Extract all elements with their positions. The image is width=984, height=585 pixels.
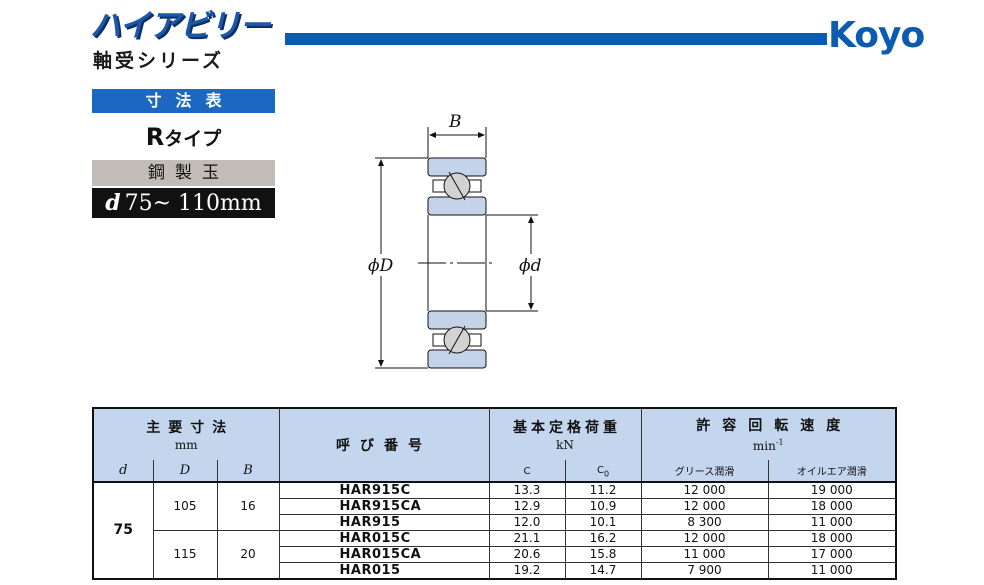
ball-upper [443, 172, 471, 200]
cell-C: 20.6 [488, 546, 566, 563]
header-col-oil: オイルエア潤滑 [767, 460, 897, 483]
inner-ring-upper [427, 196, 487, 216]
bore-arrow-bottom [528, 303, 534, 310]
contact-line-upper [448, 171, 466, 201]
outer-arrow-top [378, 159, 384, 166]
size-range: 75~ 110mm [124, 191, 262, 216]
table-row: 75 105 16 HAR915C 13.3 11.2 12 000 19 00… [92, 481, 897, 580]
type-letter: R [145, 123, 165, 151]
cell-grease: 8 300 [640, 514, 769, 531]
cell-grease: 7 900 [640, 562, 769, 580]
outer-arrow-bottom [378, 360, 384, 367]
section-label: 寸法表 [92, 89, 275, 113]
cell-D: 115 [152, 530, 218, 580]
b-label: B [448, 112, 462, 132]
header-col-D: D [152, 460, 218, 483]
cell-model: HAR915C [278, 481, 490, 499]
outer-diameter-label: ϕD [368, 256, 394, 276]
table-row: HAR015CA 20.6 15.8 11 000 17 000 [93, 546, 897, 563]
table-row: HAR015 19.2 14.7 7 900 11 000 [93, 562, 897, 580]
cell-oil: 18 000 [767, 498, 897, 515]
cell-model: HAR015CA [278, 546, 490, 563]
cell-Co: 14.7 [564, 562, 642, 580]
cell-Co: 10.1 [564, 514, 642, 531]
cell-model: HAR915CA [278, 498, 490, 515]
cell-B: 20 [216, 530, 280, 580]
type-suffix: タイプ [164, 128, 222, 150]
b-arrow-right [478, 132, 485, 138]
cell-C: 19.2 [488, 562, 566, 580]
header-col-C: C [488, 460, 566, 483]
header-dimensions: 主要寸法 mm [92, 407, 280, 460]
cell-C: 12.0 [488, 514, 566, 531]
series-logo: ハイアビリー [90, 8, 270, 44]
size-symbol: d [105, 190, 121, 216]
brand-logo: Koyo [828, 15, 925, 56]
cell-d: 75 [92, 481, 154, 580]
table-row: 115 20 HAR015C 21.1 16.2 12 000 18 000 [93, 530, 897, 580]
inner-ring-lower [427, 310, 487, 330]
header-col-grease: グリース潤滑 [640, 460, 769, 483]
cell-model: HAR015C [278, 530, 490, 547]
cell-D: 105 [152, 481, 218, 531]
dimension-table: 主要寸法 mm 呼び番号 基本定格荷重 kN 許容回転速度 min-1 d D … [92, 407, 897, 580]
cell-oil: 18 000 [767, 530, 897, 547]
header-model: 呼び番号 [278, 407, 490, 483]
cell-grease: 12 000 [640, 481, 769, 499]
header-col-B: B [216, 460, 280, 483]
cell-oil: 17 000 [767, 546, 897, 563]
cell-grease: 11 000 [640, 546, 769, 563]
ball-lower [443, 326, 471, 354]
series-subtitle: 軸受シリーズ [93, 50, 225, 72]
cell-Co: 10.9 [564, 498, 642, 515]
cell-C: 21.1 [488, 530, 566, 547]
cell-grease: 12 000 [640, 498, 769, 515]
table-body: 75 105 16 HAR915C 13.3 11.2 12 000 19 00… [92, 481, 897, 580]
cage-upper [432, 179, 482, 193]
contact-line-lower [448, 325, 466, 355]
cell-model: HAR915 [278, 514, 490, 531]
cell-C: 13.3 [488, 481, 566, 499]
cell-oil: 11 000 [767, 514, 897, 531]
cell-C: 12.9 [488, 498, 566, 515]
bearing-section-upper [427, 157, 487, 216]
header-col-d: d [92, 460, 154, 483]
table-row: HAR915 12.0 10.1 8 300 11 000 [93, 514, 897, 531]
cell-oil: 11 000 [767, 562, 897, 580]
cell-grease: 12 000 [640, 530, 769, 547]
bore-diameter-label: ϕd [519, 256, 542, 276]
header-rule [285, 33, 827, 45]
header-load: 基本定格荷重 kN [488, 407, 642, 460]
bearing-section-lower [427, 310, 487, 369]
table-row: HAR915CA 12.9 10.9 12 000 18 000 [93, 498, 897, 515]
ball-material-label: 鋼製玉 [92, 160, 275, 186]
cell-Co: 11.2 [564, 481, 642, 499]
type-label: Rタイプ [92, 120, 275, 154]
cage-lower [432, 333, 482, 347]
b-arrow-left [429, 132, 436, 138]
header-speed: 許容回転速度 min-1 [640, 407, 897, 460]
cell-Co: 15.8 [564, 546, 642, 563]
outer-ring-upper [427, 157, 487, 177]
cell-B: 16 [216, 481, 280, 531]
bore-arrow-top [528, 216, 534, 223]
cell-Co: 16.2 [564, 530, 642, 547]
outer-ring-lower [427, 349, 487, 369]
cell-model: HAR015 [278, 562, 490, 580]
header-col-Co: C0 [564, 460, 642, 483]
cell-oil: 19 000 [767, 481, 897, 499]
